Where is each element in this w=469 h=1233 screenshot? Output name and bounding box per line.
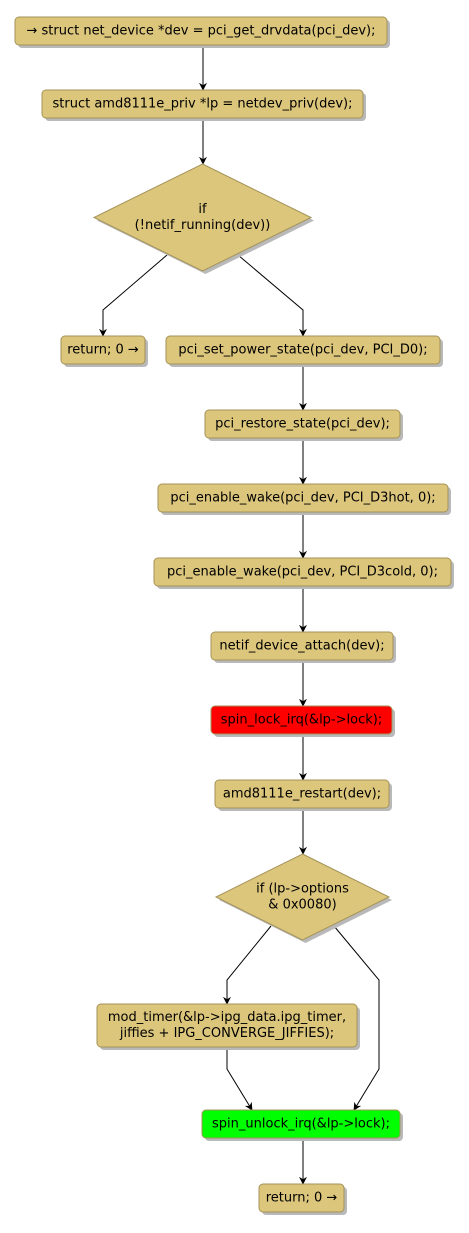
action-box bbox=[210, 705, 393, 735]
action-box bbox=[204, 409, 401, 439]
node-label: spin_unlock_irq(&lp->lock); bbox=[212, 1117, 390, 1132]
action-node-n9: netif_device_attach(dev); bbox=[210, 631, 396, 663]
node-label: pci_enable_wake(pci_dev, PCI_D3cold, 0); bbox=[167, 565, 438, 580]
action-node-n1: → struct net_device *dev = pci_get_drvda… bbox=[14, 16, 390, 48]
action-node-n13: mod_timer(&lp->ipg_data.ipg_timer,jiffie… bbox=[96, 1003, 360, 1050]
action-box bbox=[258, 1183, 345, 1213]
nodes: → struct net_device *dev = pci_get_drvda… bbox=[14, 16, 454, 1215]
action-node-n2: struct amd8111e_priv *lp = netdev_priv(d… bbox=[41, 89, 366, 121]
action-node-n5: pci_set_power_state(pci_dev, PCI_D0); bbox=[165, 335, 443, 367]
action-box bbox=[201, 1109, 401, 1139]
edges bbox=[99, 45, 380, 1185]
action-box bbox=[96, 1003, 358, 1048]
action-node-n10: spin_lock_irq(&lp->lock); bbox=[210, 705, 395, 737]
node-label: if bbox=[198, 202, 207, 217]
decision-node-n12: if (lp->options& 0x0080) bbox=[214, 853, 392, 943]
action-box bbox=[157, 483, 449, 513]
node-label: return; 0 → bbox=[266, 1191, 338, 1206]
action-box bbox=[14, 16, 388, 46]
node-label: pci_enable_wake(pci_dev, PCI_D3hot, 0); bbox=[170, 491, 435, 506]
node-label: amd8111e_restart(dev); bbox=[223, 787, 381, 802]
decision-node-n3: if(!netif_running(dev)) bbox=[92, 163, 314, 274]
edge-n13-to-n14 bbox=[226, 1047, 253, 1111]
node-label: mod_timer(&lp->ipg_data.ipg_timer, bbox=[108, 1010, 346, 1025]
node-label: & 0x0080) bbox=[268, 898, 336, 913]
action-node-n7: pci_enable_wake(pci_dev, PCI_D3hot, 0); bbox=[157, 483, 451, 515]
action-node-n4: return; 0 → bbox=[60, 335, 148, 367]
decision-diamond bbox=[214, 853, 391, 941]
action-node-n14: spin_unlock_irq(&lp->lock); bbox=[201, 1109, 403, 1141]
node-label: pci_restore_state(pci_dev); bbox=[215, 417, 390, 432]
action-node-n15: return; 0 → bbox=[258, 1183, 347, 1215]
action-box bbox=[210, 631, 394, 661]
node-label: spin_lock_irq(&lp->lock); bbox=[221, 713, 382, 728]
action-box bbox=[41, 89, 364, 119]
action-box bbox=[153, 557, 452, 587]
action-box bbox=[60, 335, 146, 365]
node-label: jiffies + IPG_CONVERGE_JIFFIES); bbox=[119, 1026, 334, 1041]
node-label: netif_device_attach(dev); bbox=[219, 639, 384, 654]
decision-diamond bbox=[92, 163, 313, 272]
edge-n12-to-n14 bbox=[333, 925, 380, 1111]
action-node-n8: pci_enable_wake(pci_dev, PCI_D3cold, 0); bbox=[153, 557, 454, 589]
node-label: → struct net_device *dev = pci_get_drvda… bbox=[26, 24, 375, 39]
node-label: pci_set_power_state(pci_dev, PCI_D0); bbox=[178, 343, 427, 358]
action-box bbox=[165, 335, 441, 365]
node-label: return; 0 → bbox=[67, 343, 139, 358]
edge-n3-to-n4 bbox=[99, 254, 168, 337]
node-label: if (lp->options bbox=[256, 882, 349, 897]
node-label: (!netif_running(dev)) bbox=[135, 218, 271, 233]
action-box bbox=[214, 779, 390, 809]
action-node-n6: pci_restore_state(pci_dev); bbox=[204, 409, 403, 441]
node-label: struct amd8111e_priv *lp = netdev_priv(d… bbox=[53, 97, 353, 112]
edge-n3-to-n5 bbox=[237, 254, 307, 337]
action-node-n11: amd8111e_restart(dev); bbox=[214, 779, 392, 811]
edge-n12-to-n13 bbox=[223, 925, 272, 1005]
